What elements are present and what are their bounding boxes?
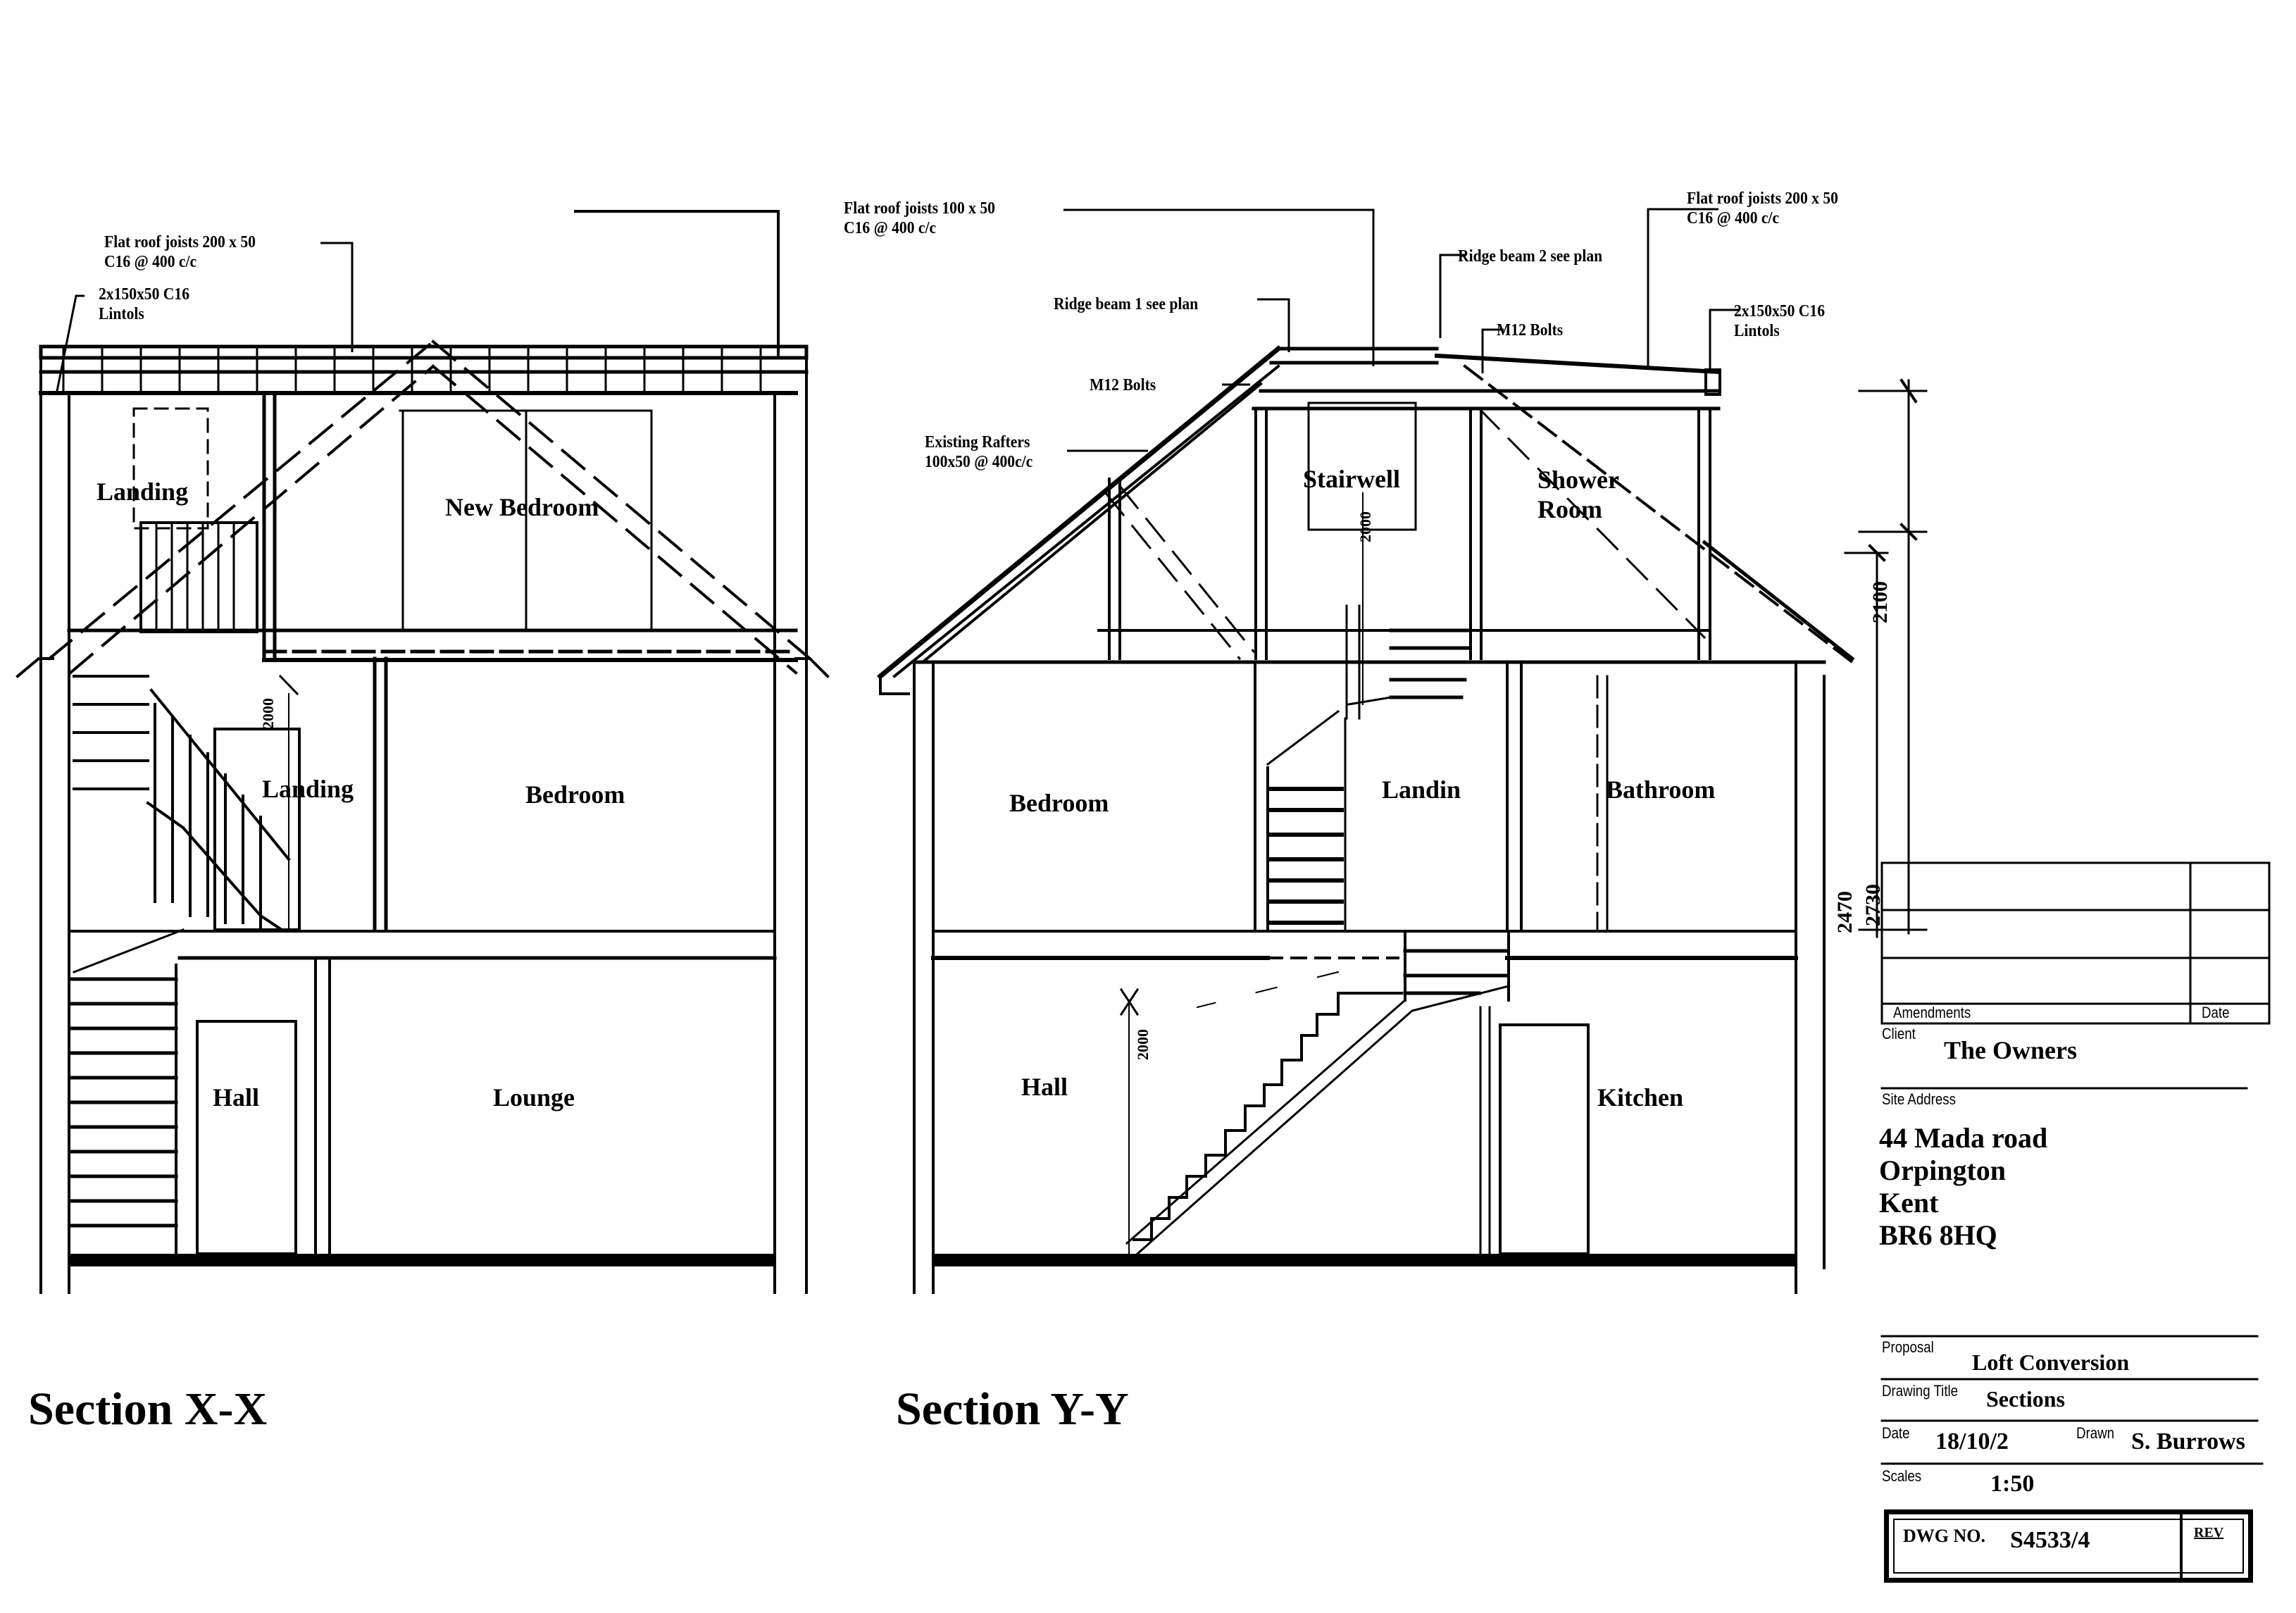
room-label-hall-xx: Hall <box>213 1083 260 1111</box>
room-label-landing-yy: Landin <box>1382 776 1461 804</box>
note-m12-bolts-left: M12 Bolts <box>1090 376 1156 394</box>
site-address-label: Site Address <box>1882 1090 1956 1108</box>
client-label: Client <box>1882 1025 1916 1042</box>
scale-value: 1:50 <box>1990 1471 2035 1497</box>
drawn-label: Drawn <box>2076 1424 2115 1442</box>
site-address-line-3: Kent <box>1879 1187 1939 1219</box>
note-lintols-xx: 2x150x50 C16 Lintols <box>99 285 190 323</box>
dimension-lines <box>1844 378 1928 938</box>
dwg-no-label: DWG NO. <box>1903 1526 1985 1546</box>
room-label-bedroom-xx: Bedroom <box>525 780 625 809</box>
section-title-yy: Section Y-Y <box>896 1383 1129 1435</box>
room-label-new-bedroom: New Bedroom <box>445 493 599 521</box>
amendments-date-label: Date <box>2202 1004 2230 1021</box>
drawing-number-box: DWG NO. S4533/4 REV <box>1884 1509 2253 1583</box>
amendments-table-lines <box>1880 861 2271 1025</box>
proposal-label: Proposal <box>1882 1338 1934 1356</box>
room-label-loft-landing: Landing <box>96 478 189 506</box>
dimension-stair-headroom-yy: 2000 <box>1134 1029 1152 1060</box>
dimension-loft-headroom-yy: 2000 <box>1356 511 1374 542</box>
scales-label: Scales <box>1882 1467 1922 1485</box>
drawn-by-value: S. Burrows <box>2131 1428 2245 1455</box>
note-flat-roof-joists-xx: Flat roof joists 200 x 50 C16 @ 400 c/c <box>104 233 256 271</box>
drawing-title-label: Drawing Title <box>1882 1382 1959 1400</box>
date-label: Date <box>1882 1424 1910 1442</box>
room-label-lounge: Lounge <box>493 1083 575 1111</box>
rev-label: REV <box>2194 1525 2224 1540</box>
room-label-shower-room: Shower Room <box>1537 466 1619 523</box>
site-address: 44 Mada road Orpington Kent BR6 8HQ <box>1879 1122 2047 1252</box>
room-label-bedroom-yy: Bedroom <box>1009 789 1109 817</box>
room-label-hall-yy: Hall <box>1021 1073 1068 1101</box>
drawing-title-value: Sections <box>1986 1386 2065 1412</box>
site-address-line-1: 44 Mada road <box>1879 1122 2048 1154</box>
section-xx-linework <box>15 340 830 1294</box>
amendments-label: Amendments <box>1893 1004 1971 1021</box>
note-ridge-beam-1: Ridge beam 1 see plan <box>1054 295 1199 313</box>
dwg-no-value: S4533/4 <box>2010 1527 2090 1553</box>
dimension-loft-height: 2100 <box>1868 581 1892 623</box>
proposal-value: Loft Conversion <box>1972 1350 2130 1375</box>
date-value: 18/10/2 <box>1935 1428 2009 1455</box>
room-label-bathroom: Bathroom <box>1606 776 1716 804</box>
section-yy-linework <box>877 345 1855 1294</box>
note-flat-roof-joists-100: Flat roof joists 100 x 50 C16 @ 400 c/c <box>844 199 995 237</box>
dimension-first-floor-height: 2470 <box>1833 891 1857 933</box>
room-label-kitchen: Kitchen <box>1597 1083 1683 1111</box>
note-existing-rafters: Existing Rafters 100x50 @ 400c/c <box>925 433 1033 471</box>
section-title-xx: Section X-X <box>28 1383 268 1435</box>
note-flat-roof-joists-200-yy: Flat roof joists 200 x 50 C16 @ 400 c/c <box>1687 189 1838 228</box>
site-address-line-4: BR6 8HQ <box>1879 1219 1997 1251</box>
note-ridge-beam-2: Ridge beam 2 see plan <box>1458 247 1603 266</box>
room-label-stairwell: Stairwell <box>1303 465 1400 493</box>
client-value: The Owners <box>1944 1036 2077 1064</box>
room-label-first-landing: Landing <box>262 775 354 803</box>
site-address-line-2: Orpington <box>1879 1154 2007 1186</box>
note-m12-bolts-right: M12 Bolts <box>1497 321 1564 340</box>
dimension-first-floor-height-alt: 2730 <box>1861 884 1885 926</box>
note-lintols-yy: 2x150x50 C16 Lintols <box>1734 302 1826 340</box>
title-block-rules <box>1880 1087 2264 1465</box>
